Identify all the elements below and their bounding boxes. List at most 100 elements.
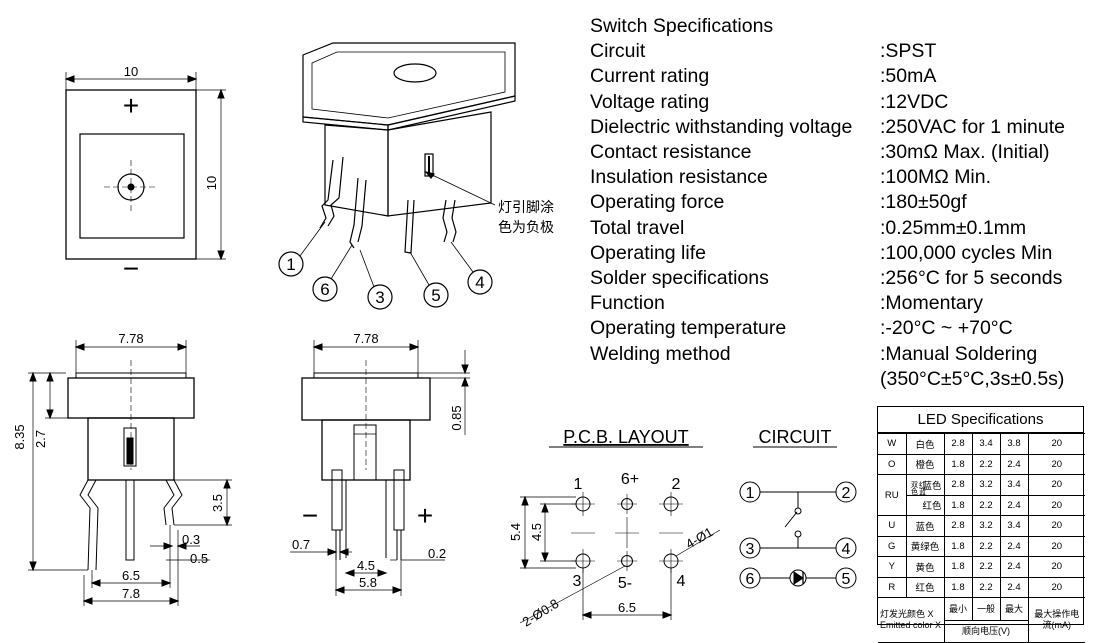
- dim-label: 0.85: [449, 405, 464, 430]
- spec-value: :Momentary: [880, 292, 983, 315]
- spec-key: Total travel: [590, 216, 685, 239]
- led-code: W: [878, 433, 907, 455]
- led-color: 黄绿色: [905, 535, 945, 557]
- circuit-title: CIRCUIT: [759, 427, 832, 447]
- spec-title: Switch Specifications: [590, 15, 774, 37]
- pcb-pin-label: 4: [677, 573, 686, 590]
- circuit-diagram: CIRCUIT 1 2 3 4 6 5: [739, 427, 857, 589]
- footer-label: 灯发光颜色: [880, 609, 926, 619]
- led-vmax: 3.4: [999, 474, 1029, 496]
- led-current: 20: [1027, 535, 1085, 557]
- led-vmin: 1.8: [943, 494, 973, 516]
- footer-label: X: [935, 620, 942, 630]
- led-vmax: 3.4: [999, 515, 1029, 537]
- led-vmin: 1.8: [943, 535, 973, 557]
- led-vmax: 2.4: [999, 576, 1029, 598]
- led-code: R: [878, 576, 907, 598]
- spec-key: Circuit: [590, 40, 646, 63]
- dim-label: 4.5: [357, 558, 375, 573]
- plus-sign: +: [417, 500, 433, 531]
- led-color: 黄色: [905, 556, 945, 578]
- pcb-title: P.C.B. LAYOUT: [563, 427, 688, 447]
- pcb-pin-label: 2: [672, 476, 681, 493]
- circuit-node-label: 3: [746, 541, 755, 558]
- front-height-label: 10: [204, 176, 219, 190]
- led-vmin: 2.8: [943, 474, 973, 496]
- spec-value: :30mΩ Max. (Initial): [880, 141, 1050, 163]
- led-code: G: [878, 535, 907, 557]
- dim-label: 5.4: [508, 523, 523, 541]
- spec-key: Current rating: [590, 65, 710, 88]
- pin-label: 3: [375, 288, 384, 307]
- led-vtyp: 2.2: [971, 576, 1001, 598]
- pcb-pin-label: 3: [573, 573, 582, 590]
- led-current: 20: [1027, 576, 1085, 598]
- dim-label: 0.3: [182, 532, 200, 547]
- side-view-right: 7.78 0.85 − + 0.7 0.2 4.5 5.8: [290, 331, 470, 596]
- pin-label: 4: [475, 273, 484, 292]
- led-bicolor-label: 红蓝双色: [910, 480, 926, 495]
- led-color: 橙色: [905, 453, 945, 475]
- dim-label: 6.5: [122, 568, 140, 583]
- plus-sign: +: [123, 90, 139, 121]
- footer-label: 一般: [973, 598, 1001, 620]
- led-current: 20: [1027, 453, 1085, 475]
- pcb-layout: P.C.B. LAYOUT 1 6+ 2 3 5- 4 5.4: [508, 427, 721, 630]
- footer-label: 最大操作电流(mA): [1027, 597, 1085, 643]
- led-color: 红色: [906, 494, 945, 516]
- dim-label: 2-Ø0.8: [520, 596, 562, 630]
- led-pin-note: 色为负极: [498, 219, 554, 235]
- minus-sign: −: [123, 253, 139, 284]
- spec-value: :100,000 cycles Min: [880, 241, 1053, 264]
- led-code: O: [878, 453, 907, 475]
- spec-value: :50mA: [880, 65, 937, 88]
- led-vmax: 2.4: [999, 494, 1029, 516]
- led-code: Y: [878, 556, 907, 578]
- led-vtyp: 2.2: [971, 453, 1001, 475]
- led-vmin: 1.8: [943, 576, 973, 598]
- footer-label: 最大: [1004, 604, 1023, 614]
- dim-label: 0.5: [190, 551, 208, 566]
- dim-label: 0.2: [428, 546, 446, 561]
- pcb-pin-label: 5-: [618, 575, 632, 592]
- led-current: 20: [1027, 474, 1085, 496]
- footer-label: Emitted color: [880, 620, 933, 630]
- pin-label: 5: [431, 286, 440, 305]
- led-current: 20: [1027, 556, 1085, 578]
- led-footer-color-cell: 灯发光颜色 X Emitted color X: [878, 597, 945, 643]
- led-footer-voltage-cell: 最小 一般 最大 顺向电压(V): [943, 597, 1029, 643]
- spec-value: :-20°C ~ +70°C: [880, 317, 1013, 340]
- led-vmin: 2.8: [943, 515, 973, 537]
- led-table-title: LED Specifications: [878, 407, 1083, 433]
- footer-label: X: [927, 609, 934, 619]
- circuit-node-label: 6: [746, 571, 755, 588]
- front-view: 10 10 + −: [64, 64, 226, 284]
- dim-label: 0.7: [292, 537, 310, 552]
- spec-value: :250VAC for 1 minute: [880, 115, 1065, 138]
- led-vmax: 2.4: [999, 535, 1029, 557]
- led-vmin: 1.8: [943, 556, 973, 578]
- spec-key: Contact resistance: [590, 141, 752, 163]
- spec-key: Insulation resistance: [590, 166, 768, 189]
- led-pin-note: 灯引脚涂: [498, 199, 554, 215]
- led-code: RU: [878, 474, 907, 516]
- led-vtyp: 2.2: [971, 535, 1001, 557]
- dim-label: 7.8: [122, 586, 140, 601]
- led-code: U: [878, 515, 907, 537]
- front-width-label: 10: [124, 64, 138, 79]
- spec-value: :256°C for 5 seconds: [880, 267, 1063, 289]
- led-color: 蓝色: [922, 480, 942, 492]
- spec-value: (350°C±5°C,3s±0.5s): [880, 367, 1065, 390]
- pcb-pin-label: 1: [574, 476, 583, 493]
- footer-label: 顺向电压(V): [962, 626, 1010, 636]
- led-color-cell: 红蓝双色蓝色: [905, 474, 945, 496]
- pin-label: 6: [320, 280, 329, 299]
- pin-label: 1: [286, 255, 295, 274]
- dim-label: 4.5: [529, 523, 544, 541]
